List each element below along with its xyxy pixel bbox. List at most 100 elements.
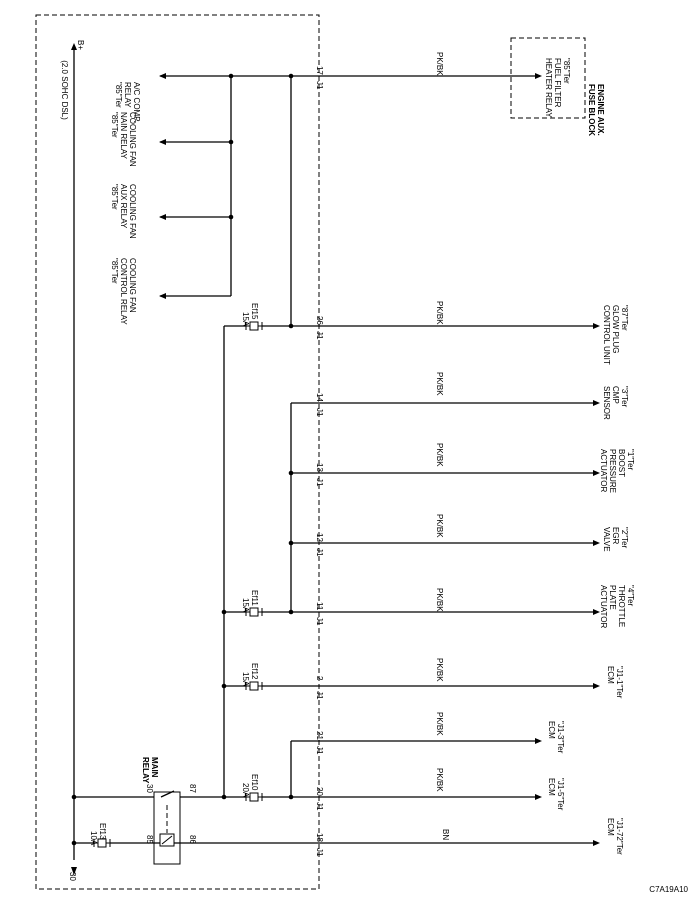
svg-text:"J1-1"Ter: "J1-1"Ter [615,666,624,699]
svg-text:J1: J1 [315,81,324,90]
fuse-ef12-name: Ef12 [250,663,259,680]
engine-aux-outline [510,37,586,119]
svg-text:J1: J1 [315,408,324,417]
svg-text:"4"Ter: "4"Ter [626,585,635,607]
junction-dot [71,840,77,846]
relay-label-main: COOLING FAN NAIN RELAY "85"Ter [110,112,137,167]
wire-color-18: BN [441,829,450,840]
relay-label-control: COOLING FAN CONTROL RELAY "85"Ter [110,258,137,325]
pin-label-13: 13 J1 [315,463,324,487]
svg-text:J1: J1 [315,617,324,626]
pin-label-12: 12 J1 [315,533,324,557]
figure-code: C7A19A10 [649,885,688,894]
junction-dot [71,794,77,800]
svg-text:HEATER RELAY: HEATER RELAY [544,58,553,118]
svg-text:"85"Ter: "85"Ter [114,82,123,108]
dest-label-11: "4"Ter THROTTLE PLATE ACTUATOR [599,585,635,628]
svg-text:13: 13 [315,463,324,472]
pin30-label: 30 [68,872,77,881]
relay-label-aux: COOLING FAN AUX RELAY "85"Ter [110,184,137,239]
dest-label-20: "J1-5"Ter ECM [547,778,565,811]
svg-text:THROTTLE: THROTTLE [617,585,626,627]
fuse-ef12-rating: 15A [241,672,250,687]
fuse-ef11-symbol [245,607,263,617]
svg-text:CONTROL UNIT: CONTROL UNIT [602,305,611,365]
pin-label-2: 2 J1 [315,676,324,700]
wire-color-21: PK/BK [435,712,444,736]
svg-text:"85"Ter: "85"Ter [562,58,571,84]
main-relay-pin85: 85 [145,835,154,844]
fuse-ef10-rating: 20A [241,783,250,798]
fuse-ef11-rating: 15A [241,598,250,613]
main-relay-label-2: RELAY [141,757,150,784]
svg-text:J1: J1 [315,548,324,557]
wire-color-14: PK/BK [435,372,444,396]
junction-dot [221,794,227,800]
junction-dot [288,323,294,329]
svg-text:A/C COMP.: A/C COMP. [132,82,141,123]
svg-text:ACTUATOR: ACTUATOR [599,585,608,628]
pin-label-21: 21 J1 [315,731,324,755]
svg-text:"1"Ter: "1"Ter [626,449,635,471]
circuit-17-arrow [535,73,542,79]
wire-color-26: PK/BK [435,301,444,325]
svg-text:J1: J1 [315,691,324,700]
dest-label-18: "J1-72"Ter ECM [606,818,624,855]
wire-color-12: PK/BK [435,514,444,538]
circuit-12-arrow [593,540,600,546]
wire-color-11: PK/BK [435,588,444,612]
svg-text:COOLING FAN: COOLING FAN [128,112,137,167]
svg-text:18: 18 [315,833,324,842]
main-relay-pin86: 86 [188,835,197,844]
svg-text:AUX RELAY: AUX RELAY [119,184,128,229]
svg-text:"2"Ter: "2"Ter [620,527,629,549]
main-relay-coil [159,833,175,847]
relay-arrow-aux [159,214,166,220]
circuit-14-arrow [593,400,600,406]
svg-text:EGR: EGR [611,527,620,545]
svg-text:"J1-3"Ter: "J1-3"Ter [556,721,565,754]
main-relay-pin30: 30 [145,784,154,793]
svg-text:COOLING FAN: COOLING FAN [128,258,137,313]
junction-dot [288,609,294,615]
svg-text:J1: J1 [315,331,324,340]
svg-text:11: 11 [315,602,324,611]
svg-text:J1: J1 [315,848,324,857]
svg-text:RELAY: RELAY [123,82,132,108]
svg-text:PRESSURE: PRESSURE [608,449,617,493]
svg-text:ECM: ECM [547,778,556,796]
svg-text:CMP: CMP [611,386,620,404]
junction-dot [288,470,294,476]
relay-arrow-main [159,139,166,145]
svg-text:BOOST: BOOST [617,449,626,477]
fuse-ef15-rating: 15A [241,312,250,327]
main-relay-box [153,791,181,865]
svg-text:"J1-72"Ter: "J1-72"Ter [615,818,624,855]
svg-text:"J1-5"Ter: "J1-5"Ter [556,778,565,811]
svg-text:17: 17 [315,66,324,75]
circuit-11-arrow [593,609,600,615]
svg-text:2: 2 [315,676,324,681]
svg-text:21: 21 [315,731,324,740]
fuse-block-outline [35,14,320,890]
svg-text:NAIN RELAY: NAIN RELAY [119,112,128,160]
main-relay-coil-mark [161,835,173,845]
pin-label-26: 26 J1 [315,316,324,340]
svg-text:"87"Ter: "87"Ter [620,305,629,331]
relay-arrow-control [159,293,166,299]
pin-label-20: 20 J1 [315,787,324,811]
dest-label-2: "J1-1"Ter ECM [606,666,624,699]
junction-dot [228,214,234,220]
circuit-18-arrow [593,840,600,846]
b-plus-arrow [71,43,77,50]
svg-text:"3"Ter: "3"Ter [620,386,629,408]
fuse-block-title: (2.0 SOHC DSL) [60,60,69,120]
svg-text:J1: J1 [315,478,324,487]
fuse-ef12-symbol [245,681,263,691]
dest-label-26: "87"Ter GLOW PLUG CONTROL UNIT [602,305,629,365]
svg-text:20: 20 [315,787,324,796]
junction-dot [221,609,227,615]
main-relay-pin87: 87 [188,784,197,793]
svg-text:14: 14 [315,393,324,402]
